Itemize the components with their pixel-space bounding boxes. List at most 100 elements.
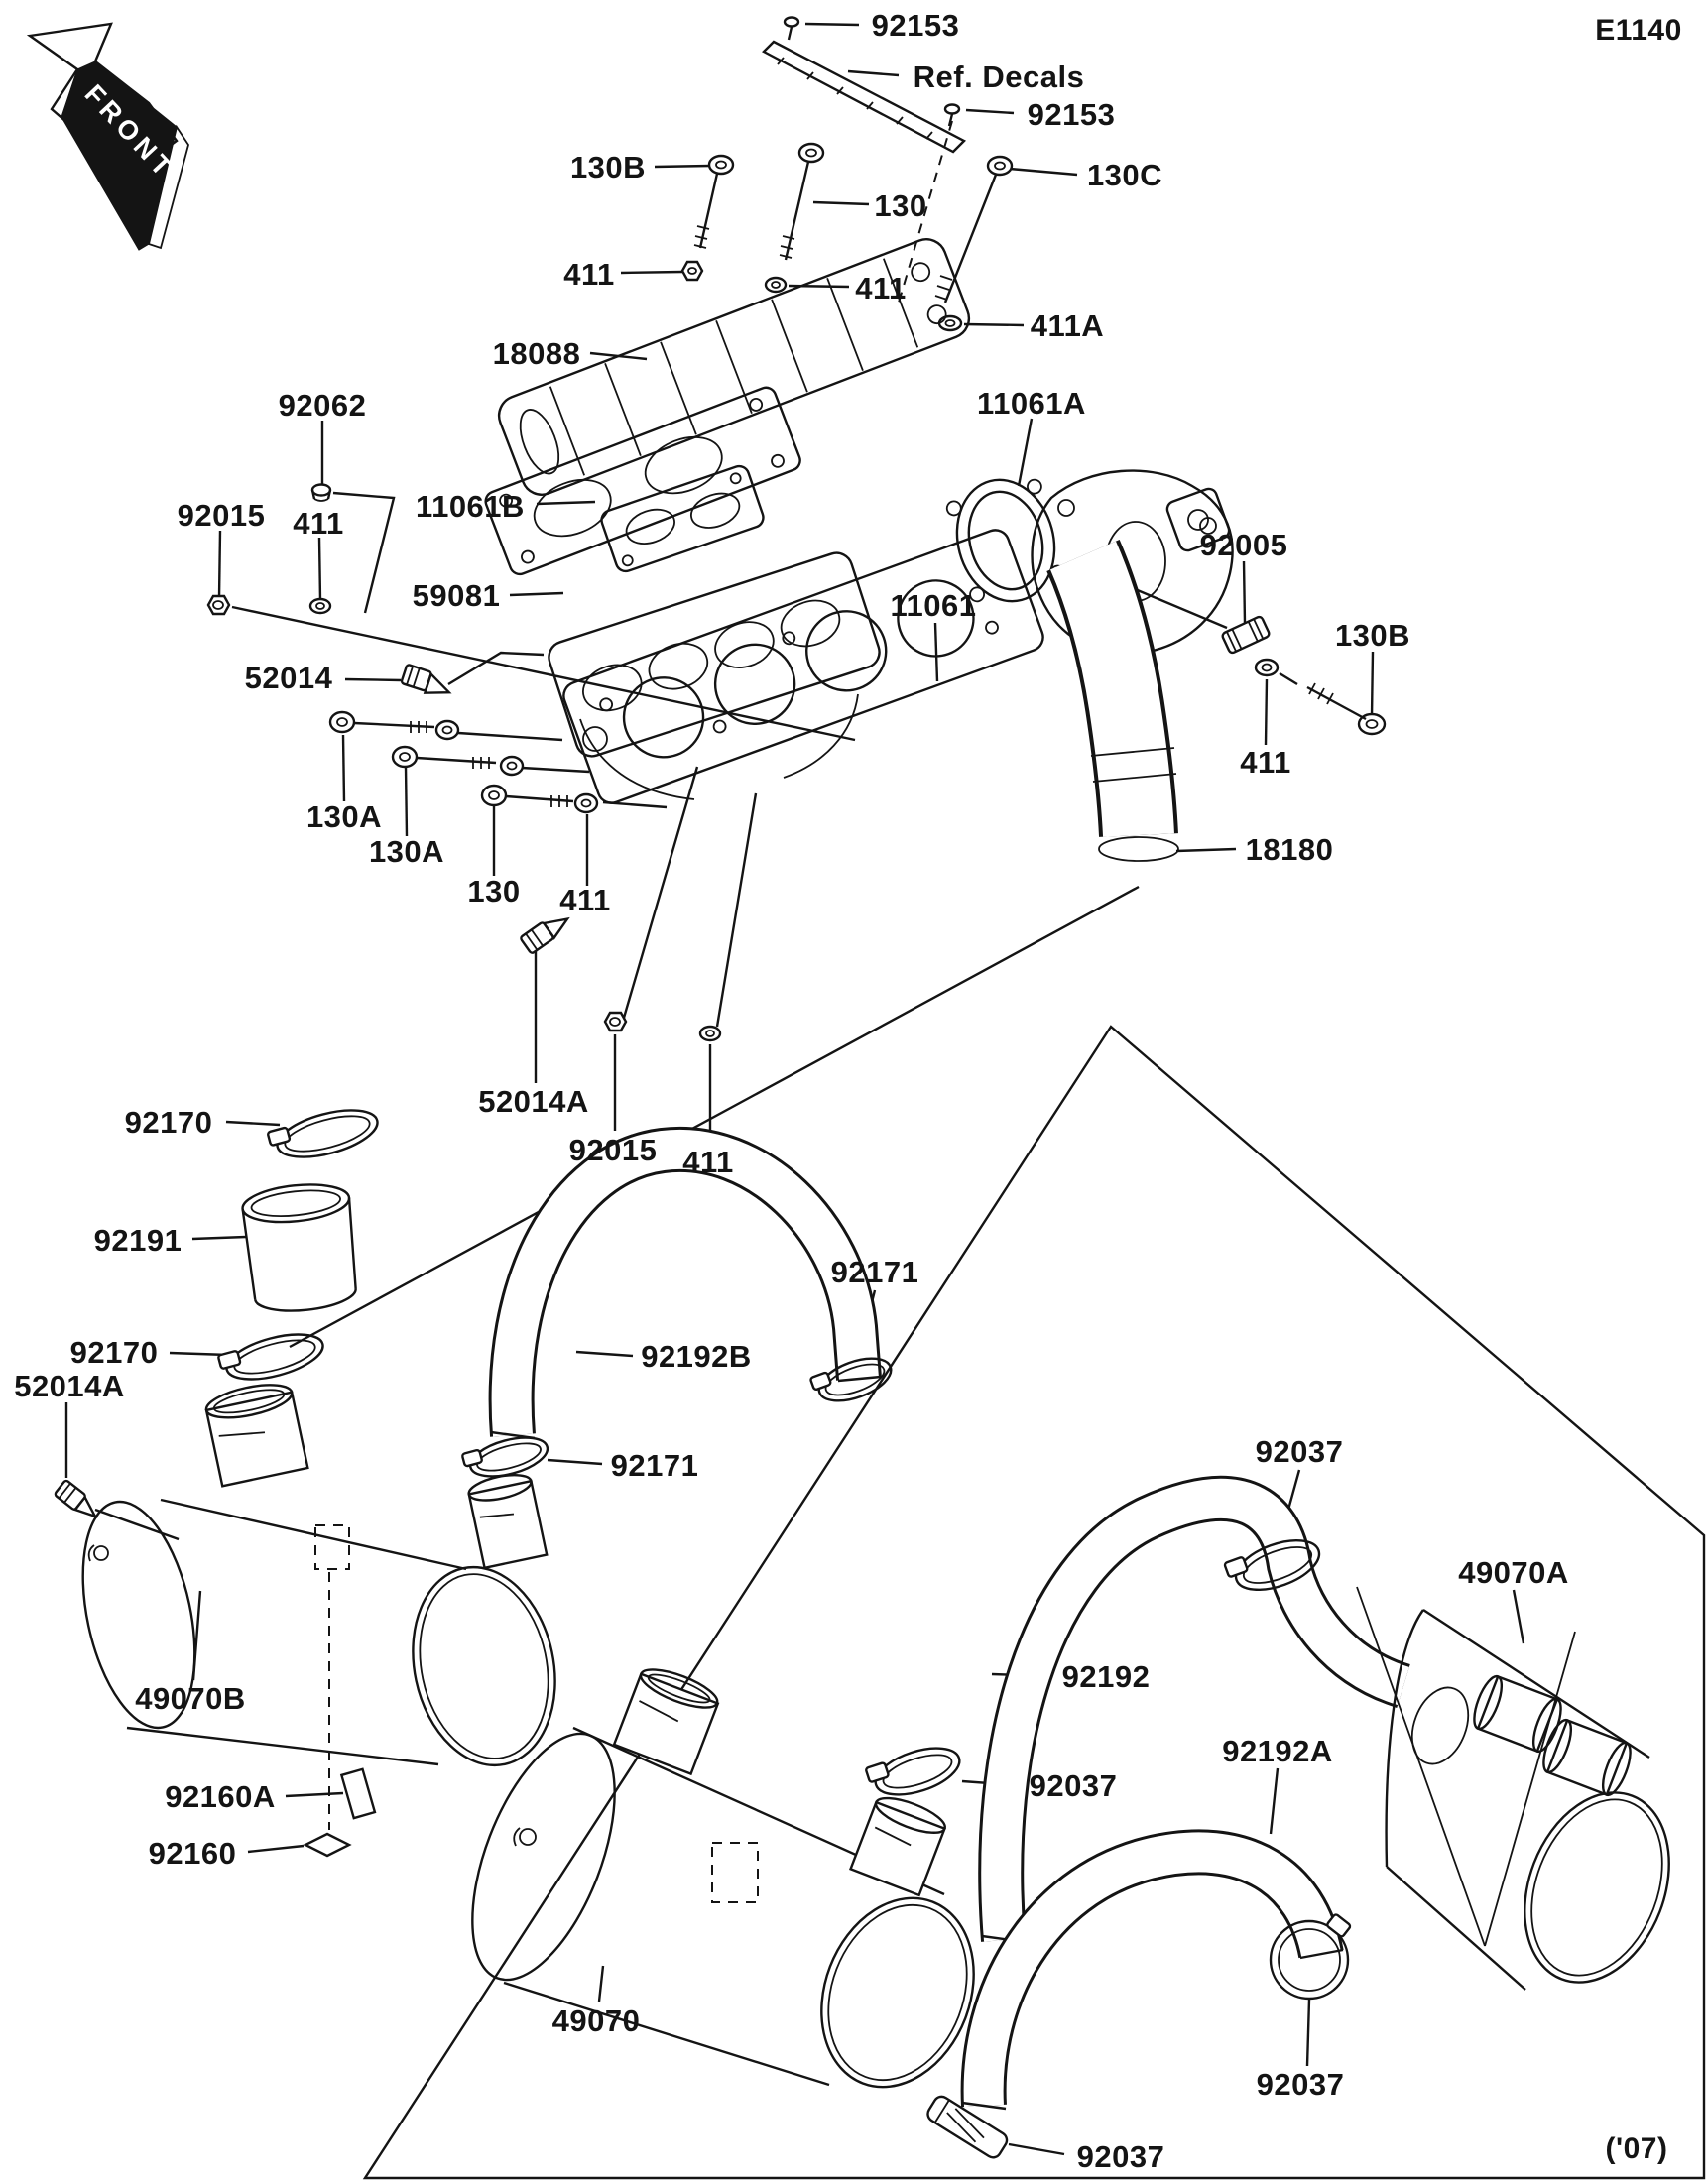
- washer-411-left: [308, 597, 332, 615]
- fitting-52014: [400, 664, 452, 694]
- dowel-92062: [310, 483, 332, 502]
- manifold-59081: [548, 551, 881, 800]
- clamp-92037-top: [1223, 1538, 1321, 1592]
- label-411-right: 411: [1240, 745, 1291, 780]
- label-92037-mid: 92037: [1030, 1768, 1118, 1803]
- label-130c: 130C: [1087, 158, 1162, 192]
- label-11061a: 11061A: [977, 386, 1086, 421]
- label-411-top-left: 411: [563, 257, 615, 292]
- label-92192: 92192: [1062, 1659, 1151, 1694]
- label-92037-top: 92037: [1256, 1434, 1344, 1469]
- decal-strip: [762, 40, 967, 154]
- label-92037-strap: 92037: [1077, 2139, 1165, 2174]
- clamp-92170-upper: [267, 1109, 379, 1158]
- label-411-mid-left: 411: [293, 506, 344, 541]
- label-92005: 92005: [1200, 528, 1288, 562]
- bolt-130-center: [779, 142, 825, 261]
- part-labels: 92153 Ref. Decals 92153 130B 130C 130 41…: [14, 8, 1667, 2174]
- bolt-130c-right: [934, 155, 1014, 303]
- label-49070a: 49070A: [1458, 1555, 1569, 1590]
- clamp-92170-lower: [217, 1333, 324, 1381]
- gasket-11061b: [600, 464, 765, 573]
- decal-screw-rear: [943, 103, 961, 127]
- label-ref-decals: Ref. Decals: [914, 60, 1085, 94]
- label-59081: 59081: [413, 578, 501, 613]
- label-92192b: 92192B: [641, 1339, 752, 1374]
- nut-92015-lower: [603, 1011, 628, 1032]
- label-92037-right: 92037: [1257, 2067, 1345, 2102]
- label-92191: 92191: [94, 1223, 183, 1258]
- label-92015-lower: 92015: [569, 1133, 658, 1167]
- label-92153-front: 92153: [872, 8, 960, 43]
- label-18180: 18180: [1246, 832, 1334, 867]
- inset-boundary: [362, 1025, 1706, 2180]
- label-92171-lower: 92171: [611, 1448, 699, 1483]
- label-variant-note: ('07): [1606, 2132, 1668, 2165]
- muffler-49070a: [1356, 1586, 1670, 1991]
- gasket-11061: [562, 529, 1044, 804]
- fitting-52014a-lower: [54, 1479, 98, 1518]
- fitting-52014a-upper: [520, 916, 570, 954]
- label-11061b: 11061B: [416, 489, 525, 524]
- bolt-130-3: [480, 784, 599, 814]
- drawing-code: E1140: [1595, 14, 1682, 47]
- clamp-92037-right: [1269, 1913, 1352, 2001]
- decal-screw-front: [783, 16, 800, 41]
- label-130b-left: 130B: [570, 150, 646, 184]
- label-411-top-center: 411: [855, 271, 907, 305]
- bolt-130a-2: [391, 745, 525, 777]
- washer-411-right: [1254, 658, 1280, 677]
- label-92170-upper: 92170: [125, 1105, 213, 1140]
- label-49070: 49070: [552, 2003, 641, 2038]
- clamp-92037-mid: [865, 1747, 961, 1796]
- label-92170-lower: 92170: [70, 1335, 159, 1370]
- label-130a-1: 130A: [306, 799, 382, 834]
- label-92015-upper: 92015: [178, 498, 266, 533]
- label-411-lower: 411: [559, 883, 611, 917]
- label-92160a: 92160A: [165, 1779, 276, 1814]
- label-52014a-lower: 52014A: [14, 1369, 125, 1403]
- label-92153-rear: 92153: [1028, 97, 1116, 132]
- clamp-92171-upper: [809, 1357, 893, 1402]
- label-52014a-upper: 52014A: [478, 1084, 589, 1119]
- clamp-92171-lower: [461, 1436, 549, 1478]
- nut-411-top-left: [680, 260, 704, 282]
- nut-92015-upper: [206, 594, 231, 616]
- label-52014: 52014: [245, 661, 333, 695]
- label-130a-2: 130A: [369, 834, 444, 869]
- valve-cover-18088: [497, 238, 971, 496]
- label-49070b: 49070B: [135, 1681, 246, 1716]
- washer-411-top-center: [764, 276, 788, 294]
- label-11061: 11061: [891, 588, 977, 623]
- label-92062: 92062: [279, 388, 367, 423]
- label-411-bottom: 411: [682, 1145, 734, 1179]
- hidden-lines: [314, 120, 953, 1903]
- leader-lines: [64, 22, 1525, 2156]
- label-130b-right: 130B: [1335, 618, 1410, 653]
- hose-92192a: [960, 1829, 1344, 2111]
- exhaust-pipe-18180: [1046, 487, 1231, 862]
- washer-411-lower: [698, 1025, 722, 1042]
- bolt-130a-1: [328, 710, 460, 741]
- clamp-92037-strap: [926, 2095, 1009, 2159]
- hose-92192b: [488, 1126, 882, 1440]
- hose-92192: [978, 1475, 1411, 1944]
- label-92160: 92160: [149, 1836, 237, 1871]
- label-130-lower: 130: [467, 874, 520, 909]
- label-411a: 411A: [1031, 308, 1104, 343]
- label-92192a: 92192A: [1222, 1734, 1333, 1768]
- washer-411a: [937, 314, 963, 332]
- plate-92160a: [339, 1767, 377, 1820]
- stud-92005: [1221, 615, 1271, 655]
- cylinder-head-flange: [484, 386, 801, 576]
- sleeve-92191: [241, 1183, 357, 1312]
- bolt-130b-right: [1306, 682, 1387, 736]
- front-direction-arrow: FRONT: [26, 22, 189, 251]
- damper-92160: [303, 1832, 352, 1858]
- label-130-top: 130: [874, 188, 926, 223]
- muffler-49070b: [81, 1384, 556, 1767]
- label-92171-upper: 92171: [831, 1255, 919, 1289]
- label-18088: 18088: [493, 336, 581, 371]
